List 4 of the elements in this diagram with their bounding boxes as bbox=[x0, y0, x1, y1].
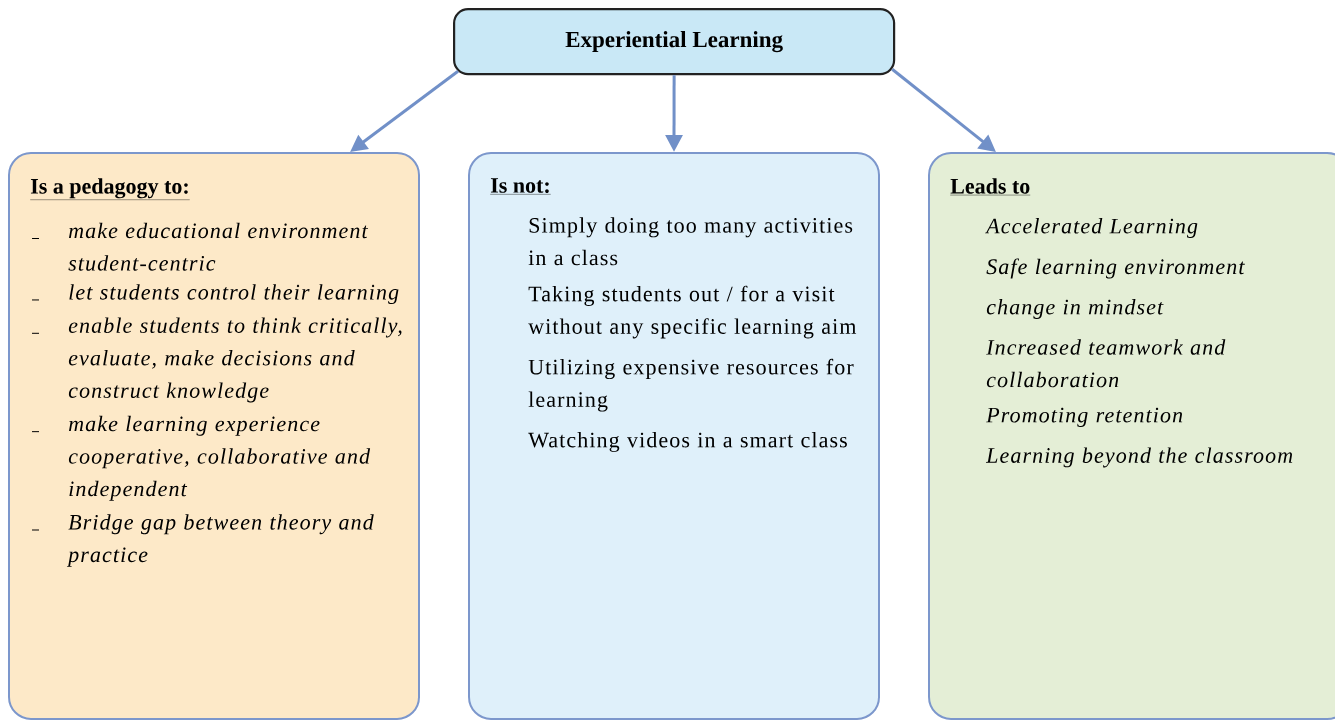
category-box: Is not: Simply doing too many activities in a class Taking students out / for a visit without any specific learning aim Utilizing expensive resources for learning Watching videos in a smart class bbox=[468, 152, 880, 720]
title-box: Experiential Learning bbox=[453, 8, 896, 76]
category-box: Leads to Accelerated Learning Safe learning environment change in mindset Increased teamwork and collaboration Promoting retention Learning beyond the classroom bbox=[928, 152, 1335, 720]
category-box: Is a pedagogy to: make educational environment student-centric let students control their learning enable students to think critically, evaluate, make decisions and construct knowledge make learning experience cooperative, collaborative and independent Bridge gap between theory and practice bbox=[8, 152, 420, 720]
